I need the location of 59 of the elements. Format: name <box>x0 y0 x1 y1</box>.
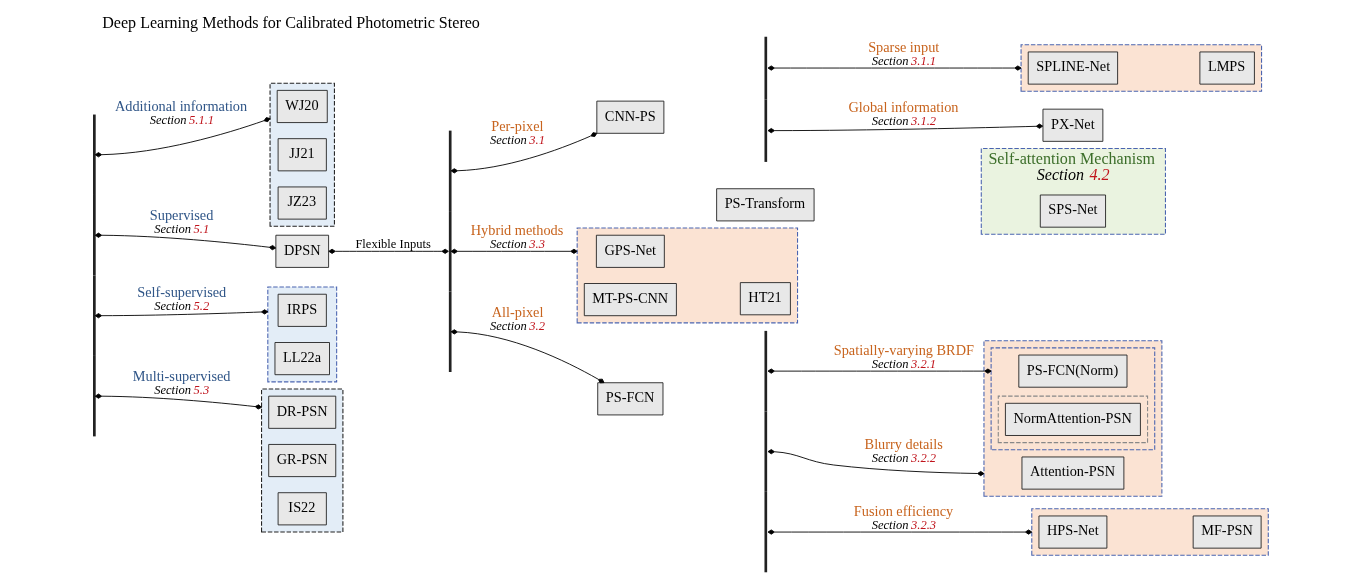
node-box: HT21 <box>739 282 791 316</box>
connector <box>450 329 604 384</box>
cluster <box>1020 44 1262 92</box>
connector <box>94 393 262 410</box>
edge-label: Self-supervised Section 5.2 <box>136 283 226 313</box>
cluster <box>990 347 1155 451</box>
edge-label: Hybrid methods Section 3.3 <box>470 222 563 251</box>
connector <box>94 117 270 158</box>
edge-label: Flexible Inputs <box>354 236 431 251</box>
node-box: SPLINE-Net <box>1027 51 1118 85</box>
node-box: NormAttention-PSN <box>1004 402 1141 436</box>
node-box: MF-PSN <box>1192 515 1262 549</box>
node-box: LMPS <box>1198 51 1255 85</box>
node-box: CNN-PS <box>595 100 664 134</box>
edge-label: All-pixel Section 3.2 <box>489 304 545 334</box>
connector <box>450 132 597 174</box>
connector <box>767 529 1032 535</box>
node-box: SPS-Net <box>1039 194 1106 228</box>
node-box: LL22a <box>274 342 330 376</box>
cluster <box>1030 508 1269 556</box>
node-box: GR-PSN <box>267 444 336 478</box>
edge-label: Global information Section 3.1.2 <box>848 98 958 128</box>
node-box: PS-FCN(Norm) <box>1017 354 1127 388</box>
edge-label: Additional information Section 5.1.1 <box>114 97 247 127</box>
node-box: DPSN <box>274 234 329 268</box>
node-box: MT-PS-CNN <box>583 283 677 317</box>
cluster <box>269 82 335 227</box>
cluster <box>266 286 337 383</box>
connector <box>767 123 1043 134</box>
node-box: JZ23 <box>277 186 327 220</box>
edge-label: Multi-supervised Section 5.3 <box>132 367 230 397</box>
edge-label: Sparse input Section 3.1.1 <box>867 38 939 68</box>
node-box: WJ20 <box>276 89 328 123</box>
edge-label: Per-pixel Section 3.1 <box>489 118 545 148</box>
edge-label: Supervised Section 5.1 <box>149 206 213 236</box>
edge-label: Spatially-varying BRDF Section 3.2.1 <box>833 341 974 371</box>
node-box: PX-Net <box>1042 108 1103 142</box>
cluster <box>576 227 798 324</box>
cluster <box>997 395 1148 444</box>
node-box: IRPS <box>277 293 327 327</box>
connector <box>767 65 1021 71</box>
connector <box>94 309 268 319</box>
edge-label: Blurry details Section 3.2.2 <box>864 435 943 465</box>
connector <box>767 368 992 374</box>
connector <box>94 232 276 251</box>
node-box: HPS-Net <box>1038 515 1107 549</box>
connector <box>767 449 984 477</box>
node-box: GPS-Net <box>595 234 665 268</box>
cluster <box>260 388 343 533</box>
node-box: Attention-PSN <box>1021 456 1124 490</box>
edge-label: Fusion efficiency Section 3.2.3 <box>853 502 953 532</box>
connector <box>327 248 449 254</box>
node-box: PS-FCN <box>596 382 663 416</box>
node-box: JJ21 <box>277 138 327 172</box>
node-box: PS-Transform <box>715 188 815 222</box>
node-box: DR-PSN <box>267 395 336 429</box>
node-box: IS22 <box>277 492 327 526</box>
diagram-title: Deep Learning Methods for Calibrated Photometric Stereo <box>101 14 480 32</box>
connector <box>450 248 578 254</box>
